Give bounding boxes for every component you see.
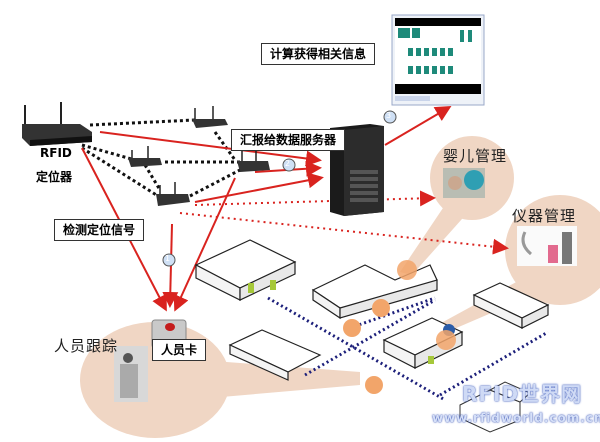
equipment-photo: [517, 226, 577, 266]
monitoring-screen: [391, 14, 485, 106]
equipment-mgmt-label: 仪器管理: [512, 207, 577, 225]
rfid-locator-device: [22, 102, 92, 146]
step-marker-1: [162, 253, 176, 267]
person-card-label: 人员卡: [152, 339, 207, 361]
room-3: [228, 329, 322, 381]
rfid-reader-1: [192, 106, 228, 128]
step-marker-2: [282, 158, 296, 172]
house: [459, 381, 531, 433]
reader-network-links: [81, 118, 241, 198]
room-5: [472, 282, 550, 329]
step-marker-3: [383, 110, 397, 124]
step-marker-3-text: 3: [386, 111, 392, 120]
room-1: [194, 239, 297, 301]
step-marker-1-text: 1: [165, 254, 171, 263]
rfid-reader-4: [156, 182, 190, 206]
compute-info-label: 计算获得相关信息: [261, 43, 376, 65]
infant-mgmt-label: 婴儿管理: [443, 147, 508, 165]
floor-paths: [267, 296, 549, 402]
infant-photo: [443, 168, 485, 198]
report-server-label: 汇报给数据服务器: [231, 129, 346, 151]
rfid-reader-2: [128, 146, 162, 167]
detect-signal-label: 检测定位信号: [54, 219, 145, 241]
person-photo: [114, 346, 148, 402]
management-links: [179, 190, 509, 255]
locator-label: 定位器: [36, 170, 73, 184]
rfid-label: RFID: [40, 146, 72, 160]
person-tracking-label: 人员跟踪: [54, 337, 119, 355]
watermark-title: RFID世界网: [462, 382, 583, 406]
person-markers: [343, 260, 456, 394]
step-marker-2-text: 2: [285, 159, 291, 168]
watermark-url: www.rfidworld.com.cn: [432, 411, 600, 425]
